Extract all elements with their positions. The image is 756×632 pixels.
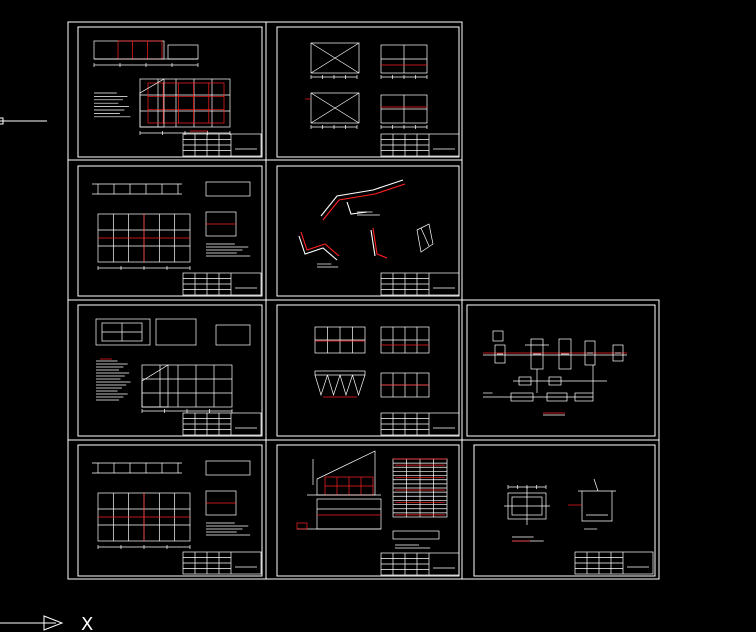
sheet-border [77, 26, 263, 158]
sheet-border [276, 26, 460, 158]
sheet-border [77, 444, 263, 577]
ucs-icon: X [0, 614, 93, 632]
crosshair-cursor [0, 117, 47, 125]
sheet-border [276, 444, 460, 577]
sheet-4-2[interactable] [276, 444, 460, 577]
title-block [380, 552, 460, 576]
sheet-border [77, 304, 263, 437]
sheet-frames [67, 21, 660, 580]
ucs-x-label: X [81, 614, 93, 632]
sheet-border [466, 304, 656, 437]
sheet-border [473, 444, 656, 577]
sheet-3-1[interactable] [77, 304, 263, 437]
sheet-2-1[interactable] [77, 165, 263, 297]
title-block [380, 272, 460, 296]
title-block [182, 412, 262, 436]
sheets-layer [77, 26, 656, 577]
title-block [182, 133, 262, 157]
title-block [182, 551, 262, 575]
sheet-border [276, 165, 460, 297]
sheet-4-3[interactable] [473, 444, 656, 577]
sheet-2-2[interactable] [276, 165, 460, 297]
sheet-3-2[interactable] [276, 304, 460, 437]
sheet-border [276, 304, 460, 437]
sheet-4-1[interactable] [77, 444, 263, 577]
title-block [380, 412, 460, 436]
title-block [574, 551, 654, 575]
sheet-1-2[interactable] [276, 26, 460, 158]
sheet-3-3[interactable] [466, 304, 656, 437]
title-block [182, 272, 262, 296]
title-block [380, 133, 460, 157]
sheet-border [77, 165, 263, 297]
sheet-1-1[interactable] [77, 26, 263, 158]
